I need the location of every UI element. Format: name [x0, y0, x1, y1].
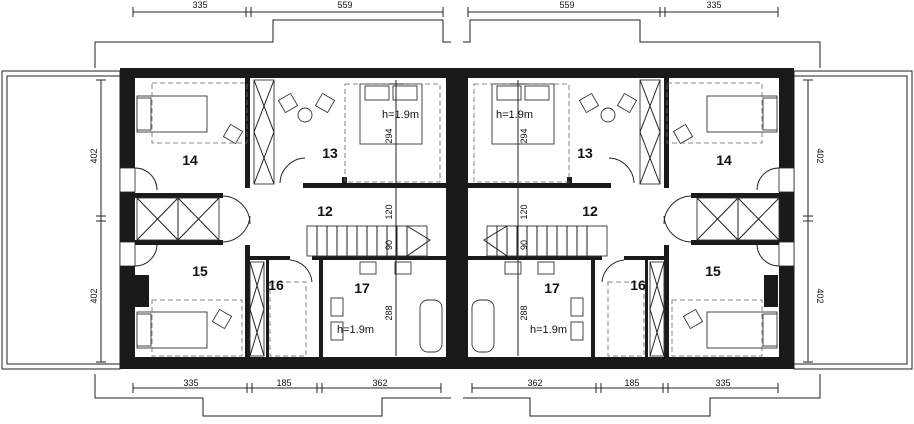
left-side-dim-bottom: 402 — [89, 288, 99, 303]
annotations: h=1.9m h=1.9m h=1.9m h=1.9m 294 294 120 … — [337, 109, 567, 336]
v288-right: 288 — [519, 305, 529, 320]
room-12-right: 12 — [582, 203, 598, 219]
top-dim-2: 559 — [337, 0, 352, 10]
room-17-left: 17 — [354, 280, 370, 296]
bottom-dim-6: 335 — [715, 378, 730, 388]
bottom-dim-4: 362 — [527, 378, 542, 388]
height-note-top-left: h=1.9m — [382, 109, 419, 121]
reference-lines — [388, 80, 526, 356]
interior-walls-right — [468, 78, 779, 357]
staircases — [306, 225, 608, 257]
outer-walls — [119, 68, 795, 369]
height-note-bottom-left: h=1.9m — [337, 324, 374, 336]
top-dimension-line: 335 559 559 335 — [132, 0, 779, 17]
door-swings — [134, 157, 780, 283]
room-15-left: 15 — [192, 263, 208, 279]
roof-outline — [94, 19, 821, 417]
v90-left: 90 — [384, 240, 394, 250]
v294-right: 294 — [519, 128, 529, 143]
room-16-right: 16 — [630, 277, 646, 293]
room-13-left: 13 — [322, 145, 338, 161]
bottom-dim-2: 185 — [276, 378, 291, 388]
top-dim-3: 559 — [559, 0, 574, 10]
top-dim-4: 335 — [706, 0, 721, 10]
room-14-right: 14 — [716, 152, 732, 168]
interior-walls-left — [135, 78, 446, 357]
room-16-left: 16 — [268, 277, 284, 293]
height-note-top-right: h=1.9m — [496, 109, 533, 121]
v294-left: 294 — [384, 128, 394, 143]
right-side-dim-bottom: 402 — [815, 288, 825, 303]
room-12-left: 12 — [317, 203, 333, 219]
wardrobes — [136, 79, 780, 357]
bottom-dimension-line: 335 185 362 362 185 335 — [132, 378, 779, 393]
right-side-dim-top: 402 — [815, 148, 825, 163]
room-labels-right: 14 13 12 15 16 17 — [544, 145, 732, 296]
v120-right: 120 — [519, 204, 529, 219]
v90-right: 90 — [519, 240, 529, 250]
left-side-dim-top: 402 — [89, 148, 99, 163]
room-15-right: 15 — [705, 263, 721, 279]
bottom-dim-1: 335 — [183, 378, 198, 388]
room-14-left: 14 — [182, 152, 198, 168]
room-17-right: 17 — [544, 280, 560, 296]
height-note-bottom-right: h=1.9m — [530, 324, 567, 336]
bottom-dim-3: 362 — [372, 378, 387, 388]
room-13-right: 13 — [577, 145, 593, 161]
v120-left: 120 — [384, 204, 394, 219]
side-dimension-lines: 402 402 402 402 — [89, 79, 825, 363]
bottom-dim-5: 185 — [624, 378, 639, 388]
top-dim-1: 335 — [192, 0, 207, 10]
v288-left: 288 — [384, 305, 394, 320]
room-labels-left: 14 13 12 15 16 17 — [182, 145, 370, 296]
furniture — [136, 82, 778, 357]
